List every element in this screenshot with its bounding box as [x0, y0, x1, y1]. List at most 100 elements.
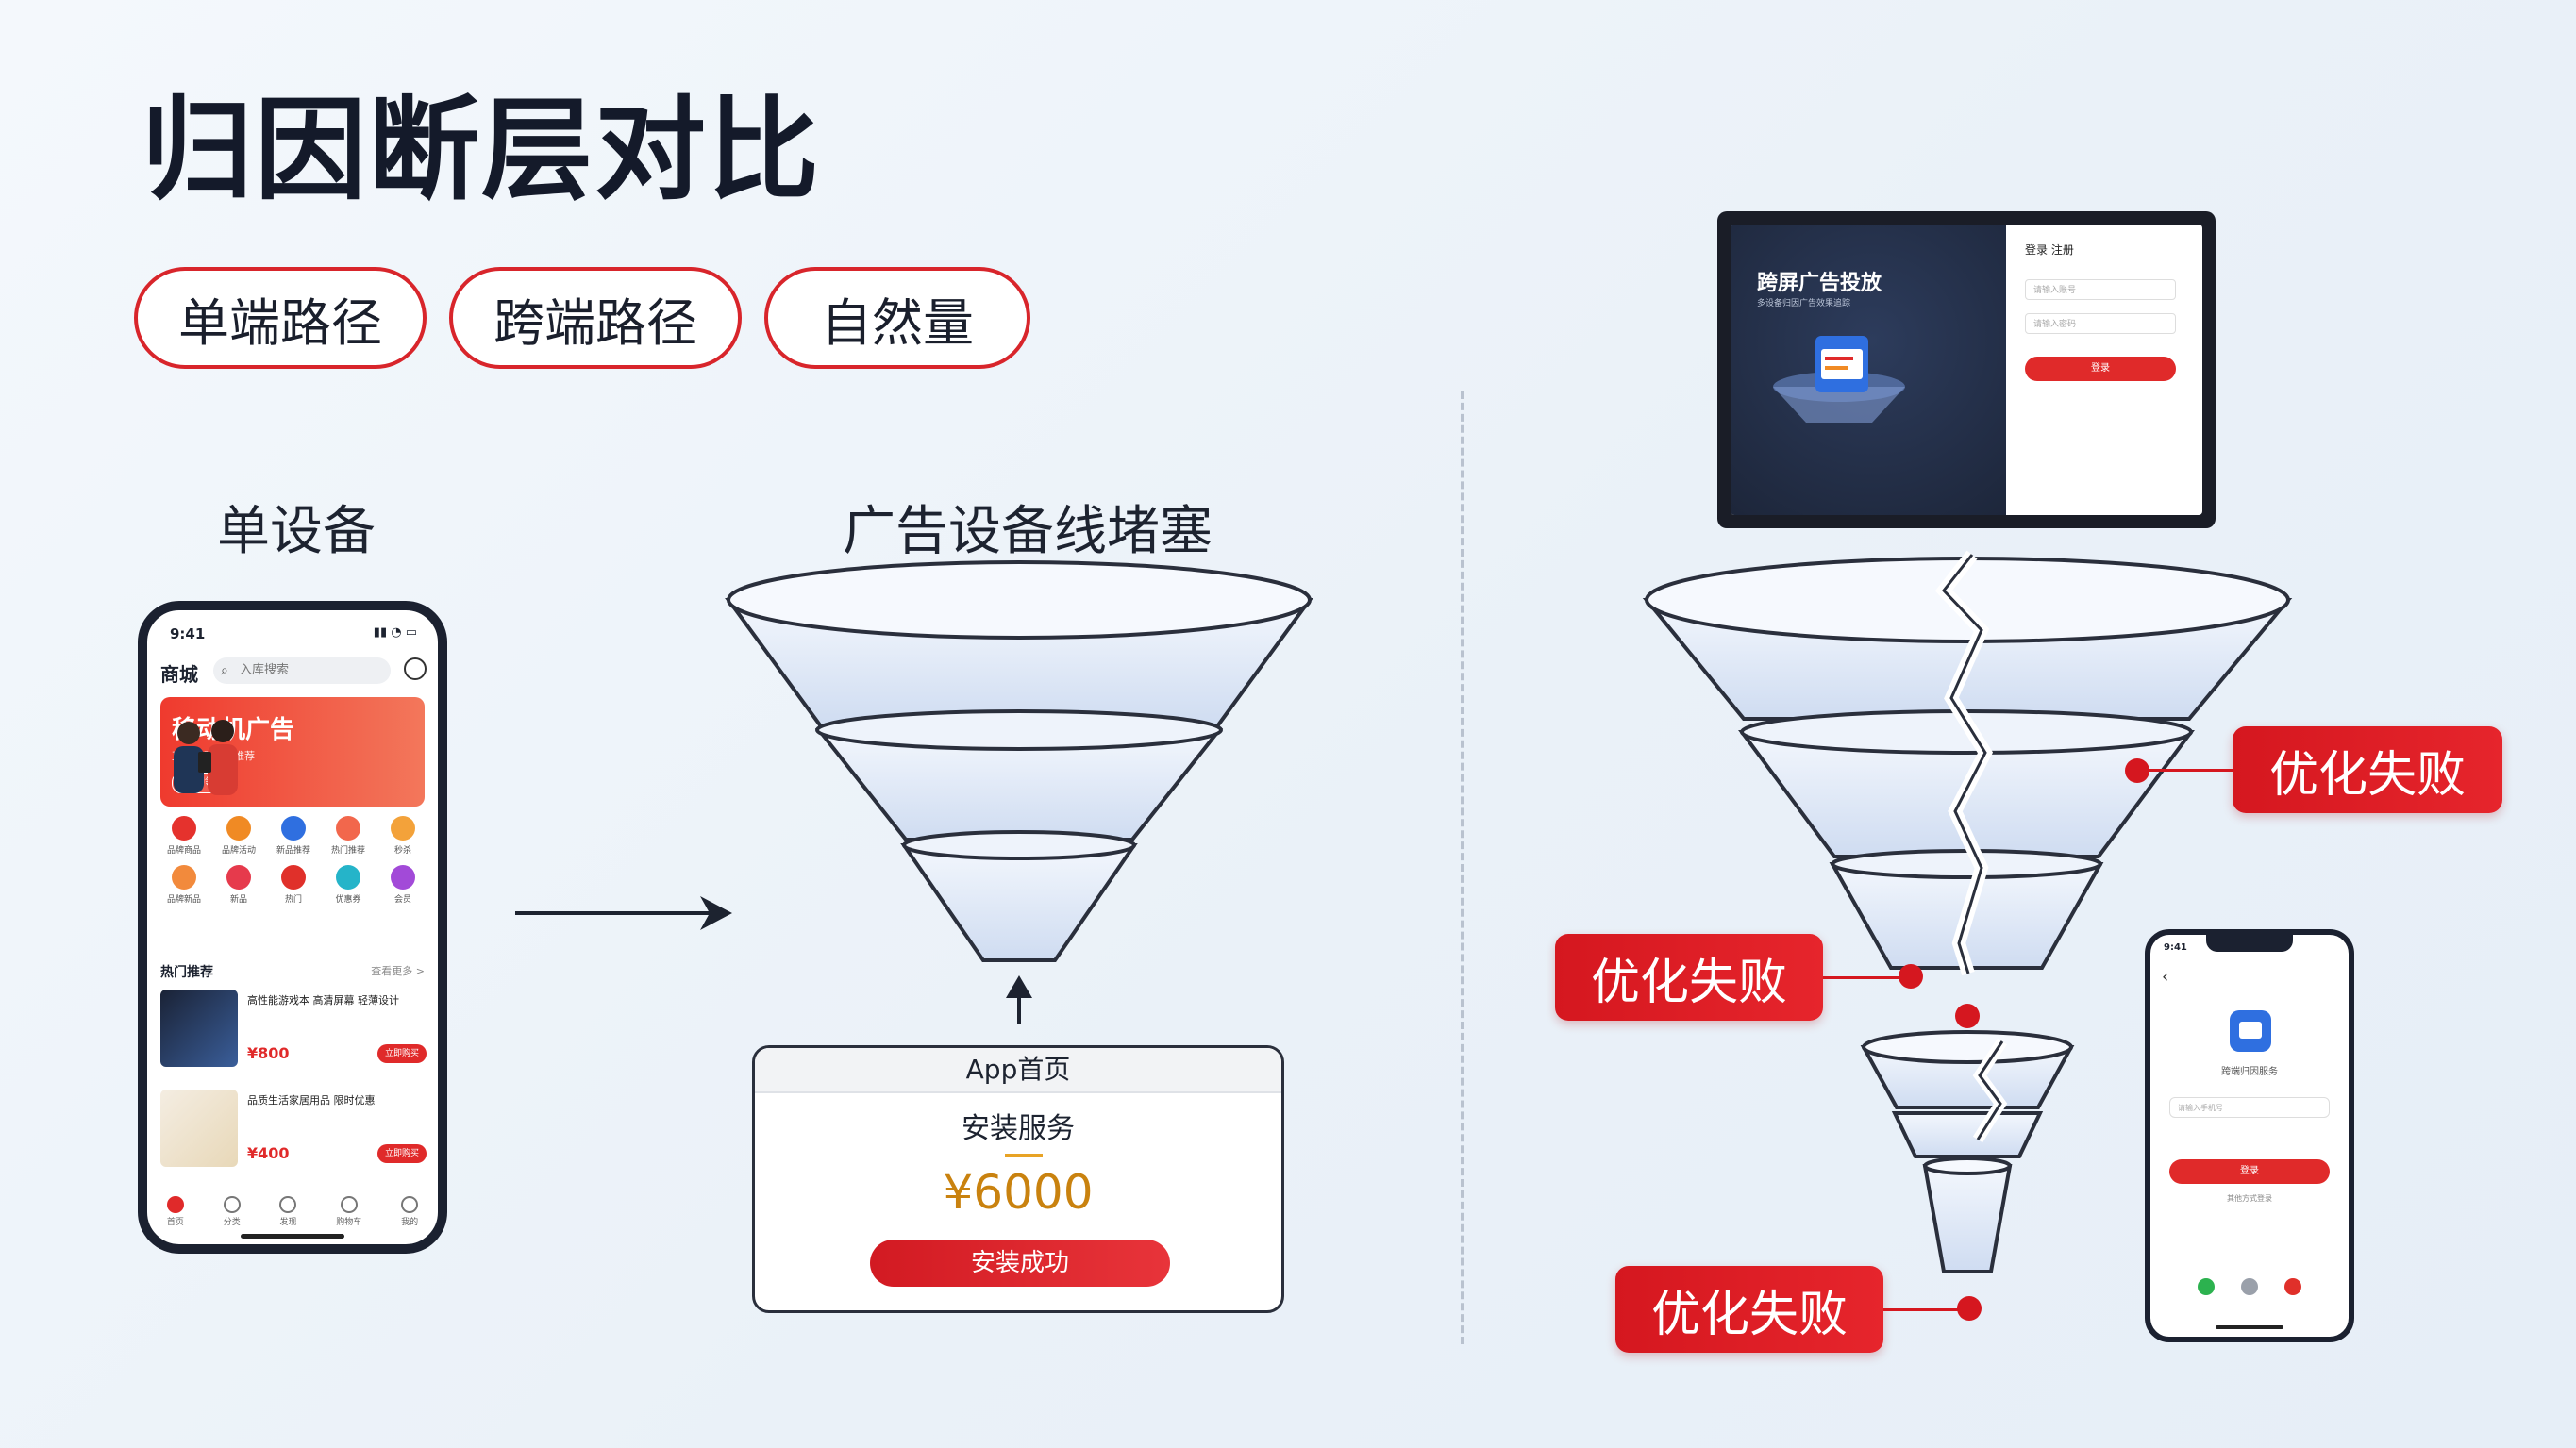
- install-success-button[interactable]: 安装成功: [870, 1240, 1170, 1287]
- search-icon: ⌕: [221, 663, 228, 678]
- profile-icon: [401, 1196, 419, 1213]
- fail-connector: [1823, 976, 1910, 979]
- laptop-hero-title: 跨屏广告投放: [1757, 272, 1882, 295]
- search-input[interactable]: ⌕ 入库搜索: [213, 657, 391, 684]
- fail-marker: [2125, 758, 2149, 783]
- phone-login-button[interactable]: 登录: [2169, 1159, 2330, 1184]
- home-indicator: [2216, 1325, 2283, 1329]
- funnel-crack-edge: [1942, 554, 1987, 974]
- account-input[interactable]: 请输入账号: [2025, 279, 2176, 300]
- app-price: ¥6000: [943, 1165, 1094, 1220]
- laptop-hero-subtitle: 多设备归因广告效果追踪: [1757, 299, 1851, 308]
- fail-marker: [1899, 964, 1923, 989]
- category-item[interactable]: 优惠券: [321, 865, 376, 905]
- tag-single-path: 单端路径: [134, 267, 427, 369]
- laptop-screen: 跨屏广告投放 多设备归因广告效果追踪 登录 注册 请输入账号 请输入密码 登录: [1731, 225, 2202, 515]
- wechat-icon[interactable]: [2198, 1278, 2215, 1295]
- list-item[interactable]: 品质生活家居用品 限时优惠 ¥400 立即购买: [160, 1090, 427, 1176]
- section-title: 热门推荐: [160, 965, 213, 980]
- home-indicator: [241, 1234, 344, 1239]
- fail-marker: [1955, 1004, 1980, 1028]
- list-item[interactable]: 高性能游戏本 高清屏幕 轻薄设计 ¥800 立即购买: [160, 990, 427, 1076]
- product-price: ¥400: [247, 1144, 290, 1162]
- banner-people-illustration: [174, 720, 238, 795]
- store-name: 商城: [160, 663, 198, 686]
- section-more-link[interactable]: 查看更多 >: [371, 965, 425, 977]
- page-title: 归因断层对比: [142, 85, 822, 215]
- product-price: ¥800: [247, 1044, 290, 1062]
- category-item[interactable]: 品牌新品: [157, 865, 211, 905]
- laptop-device: 跨屏广告投放 多设备归因广告效果追踪 登录 注册 请输入账号 请输入密码 登录: [1717, 211, 2216, 528]
- middle-funnel: [725, 560, 1313, 962]
- single-device-label: 单设备: [217, 501, 376, 562]
- fail-connector: [2148, 769, 2233, 772]
- category-item[interactable]: 会员: [376, 865, 430, 905]
- app-home-card: App首页 安装服务 ¥6000 安装成功: [752, 1045, 1284, 1313]
- discover-icon: [279, 1196, 297, 1213]
- tag-cross-path: 跨端路径: [449, 267, 742, 369]
- app-icon: [2230, 1010, 2271, 1052]
- fail-connector: [1883, 1308, 1966, 1311]
- search-placeholder: 入库搜索: [240, 663, 290, 677]
- bottom-tabbar: 首页 分类 发现 购物车 我的: [147, 1196, 438, 1227]
- product-thumbnail: [160, 1090, 238, 1167]
- app-service-label: 安装服务: [962, 1112, 1075, 1145]
- back-icon[interactable]: ‹: [2162, 967, 2169, 987]
- message-icon[interactable]: [404, 657, 427, 680]
- flow-arrow-head: [700, 896, 732, 930]
- tab-category[interactable]: 分类: [223, 1196, 241, 1227]
- laptop-funnel-illustration: [1773, 336, 1905, 423]
- divider-line: [1005, 1154, 1043, 1157]
- tab-home[interactable]: 首页: [166, 1196, 184, 1227]
- laptop-login-panel: 登录 注册 请输入账号 请输入密码 登录: [2006, 225, 2202, 515]
- section-divider: [1461, 391, 1464, 1344]
- tab-profile[interactable]: 我的: [401, 1196, 418, 1227]
- category-item[interactable]: 热门推荐: [321, 816, 376, 856]
- fail-marker: [1957, 1296, 1982, 1321]
- tab-cart[interactable]: 购物车: [336, 1196, 361, 1227]
- status-time: 9:41: [170, 625, 206, 642]
- password-input[interactable]: 请输入密码: [2025, 313, 2176, 334]
- funnel-tier-3: [900, 843, 1138, 962]
- category-grid: 品牌商品 品牌活动 新品推荐 热门推荐 秒杀 品牌新品 新品 热门 优惠券 会员: [157, 816, 430, 905]
- category-item[interactable]: 新品: [211, 865, 266, 905]
- optimization-failed-badge: 优化失败: [2233, 726, 2502, 813]
- category-item[interactable]: 品牌商品: [157, 816, 211, 856]
- app-card-header: App首页: [755, 1048, 1281, 1093]
- status-icons: ▮▮ ◔ ▭: [373, 625, 417, 640]
- rfunnel-tier-5: [1891, 1111, 2044, 1158]
- phone-input[interactable]: 请输入手机号: [2169, 1097, 2330, 1118]
- weibo-icon[interactable]: [2284, 1278, 2301, 1295]
- tab-discover[interactable]: 发现: [279, 1196, 297, 1227]
- ad-device-label: 广告设备线堵塞: [843, 501, 1213, 562]
- product-title: 高性能游戏本 高清屏幕 轻薄设计: [247, 994, 399, 1007]
- status-time: 9:41: [2164, 942, 2187, 953]
- qq-icon[interactable]: [2241, 1278, 2258, 1295]
- laptop-login-button[interactable]: 登录: [2025, 357, 2176, 381]
- product-title: 品质生活家居用品 限时优惠: [247, 1094, 376, 1107]
- single-device-phone: 9:41 ▮▮ ◔ ▭ 商城 ⌕ 入库搜索 移动机广告 直接显示商品推荐 立即领…: [138, 601, 447, 1254]
- cart-icon: [340, 1196, 358, 1213]
- category-icon: [223, 1196, 241, 1213]
- cross-device-phone: 9:41 ‹ 跨端归因服务 请输入手机号 登录 其他方式登录: [2145, 929, 2354, 1342]
- buy-button[interactable]: 立即购买: [377, 1144, 427, 1163]
- product-thumbnail: [160, 990, 238, 1067]
- app-name: 跨端归因服务: [2221, 1067, 2278, 1077]
- category-item[interactable]: 热门: [266, 865, 321, 905]
- promo-banner[interactable]: 移动机广告 直接显示商品推荐 立即领取: [160, 697, 425, 807]
- rfunnel-spout: [1922, 1164, 2013, 1273]
- optimization-failed-badge: 优化失败: [1615, 1266, 1883, 1353]
- category-item[interactable]: 秒杀: [376, 816, 430, 856]
- login-tabs[interactable]: 登录 注册: [2025, 243, 2074, 257]
- funnel-top-rim: [727, 560, 1312, 640]
- category-item[interactable]: 品牌活动: [211, 816, 266, 856]
- home-icon: [166, 1196, 184, 1213]
- buy-button[interactable]: 立即购买: [377, 1044, 427, 1063]
- up-arrow-head: [1006, 975, 1032, 998]
- optimization-failed-badge: 优化失败: [1555, 934, 1823, 1021]
- other-login-note: 其他方式登录: [2227, 1194, 2272, 1203]
- tag-organic: 自然量: [764, 267, 1030, 369]
- phone-notch: [2206, 935, 2293, 952]
- category-item[interactable]: 新品推荐: [266, 816, 321, 856]
